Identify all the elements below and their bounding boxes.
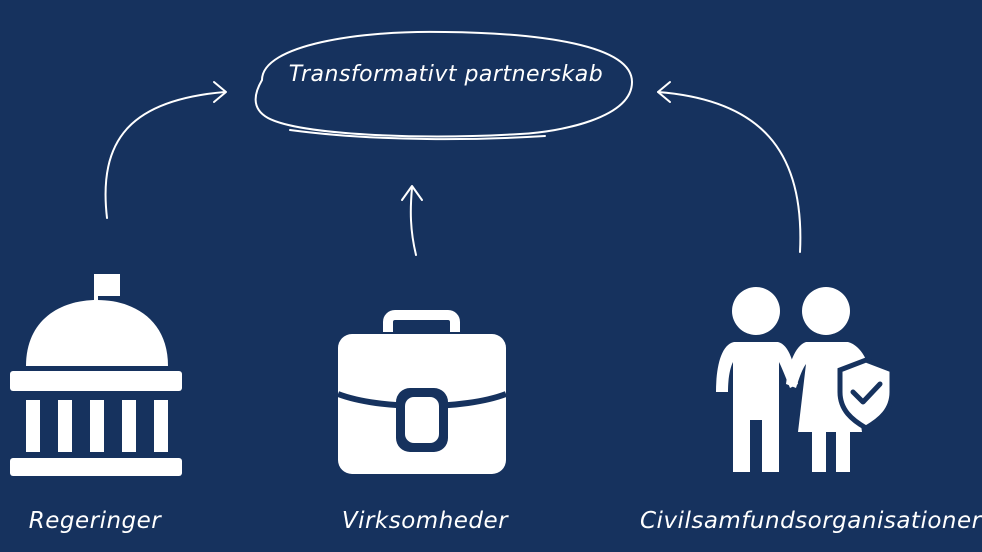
node-label-civil-society: Civilsamfundsorganisationer	[640, 508, 982, 534]
briefcase-icon	[336, 310, 508, 474]
center-ellipse	[254, 30, 634, 138]
arrow-biz-to-center	[401, 185, 423, 256]
center-ellipse-stroke-overlap	[289, 129, 546, 141]
arrow-civ-to-center	[657, 81, 802, 253]
node-label-governments: Regeringer	[28, 508, 162, 534]
government-building-icon	[10, 274, 182, 476]
center-label: Transformativt partnerskab	[288, 62, 604, 87]
arrow-gov-to-center	[104, 81, 227, 219]
people-shield-icon	[716, 287, 895, 472]
node-label-businesses: Virksomheder	[341, 508, 509, 534]
